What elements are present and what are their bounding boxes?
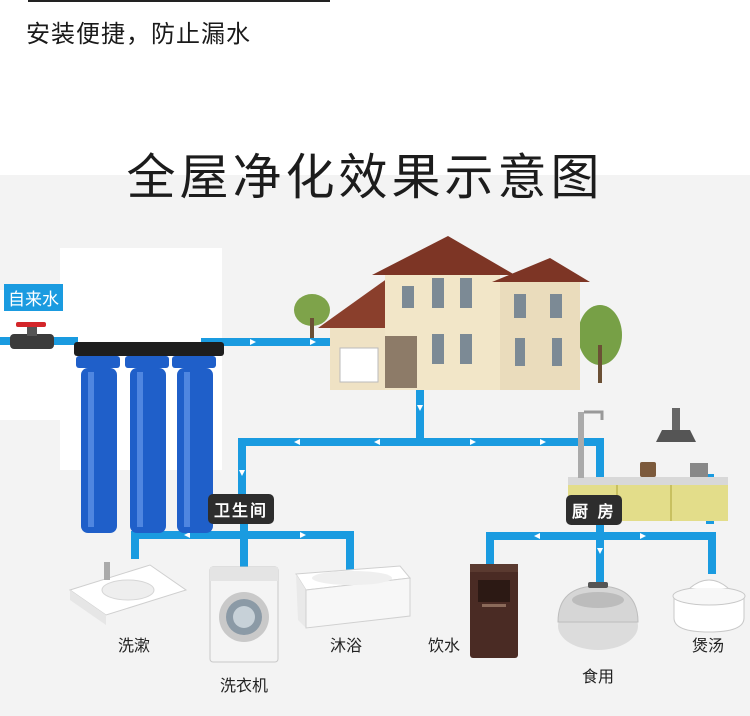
kitchen-zone-label: 厨 房 <box>566 495 622 525</box>
outlet-label-cook: 食用 <box>582 667 615 686</box>
house <box>318 236 590 390</box>
tree-left <box>294 294 330 338</box>
outlet-label-drink: 饮水 <box>428 636 461 655</box>
filter-cartridge-3 <box>172 356 216 533</box>
bathroom-branch-pipe <box>131 531 354 572</box>
flow-arrows <box>184 339 646 554</box>
filter-housings <box>74 342 224 533</box>
outlet-label-laundry: 洗衣机 <box>220 676 269 695</box>
outlet-label-bath: 沐浴 <box>330 636 363 655</box>
filter-cartridge-1 <box>76 356 120 533</box>
outlet-label-soup: 煲汤 <box>692 636 725 655</box>
inlet-backdrop <box>0 290 60 420</box>
diagram-title: 全屋净化效果示意图 <box>126 149 604 206</box>
sink <box>68 562 188 625</box>
inlet-valve <box>10 322 54 349</box>
tagline: 安装便捷，防止漏水 <box>26 20 251 48</box>
kitchen-branch-pipe <box>486 532 716 574</box>
top-rule <box>28 0 330 2</box>
bathtub <box>295 565 411 629</box>
soup-pot <box>672 579 746 633</box>
outlet-label-wash: 洗漱 <box>118 636 151 655</box>
bathroom-zone-label: 卫生间 <box>208 494 275 524</box>
washing-machine <box>209 566 279 663</box>
inlet-label: 自来水 <box>4 284 63 311</box>
water-dispenser <box>470 564 518 658</box>
rice-cooker <box>557 582 639 650</box>
filter-cartridge-2 <box>125 356 169 533</box>
tree-right <box>578 305 622 383</box>
